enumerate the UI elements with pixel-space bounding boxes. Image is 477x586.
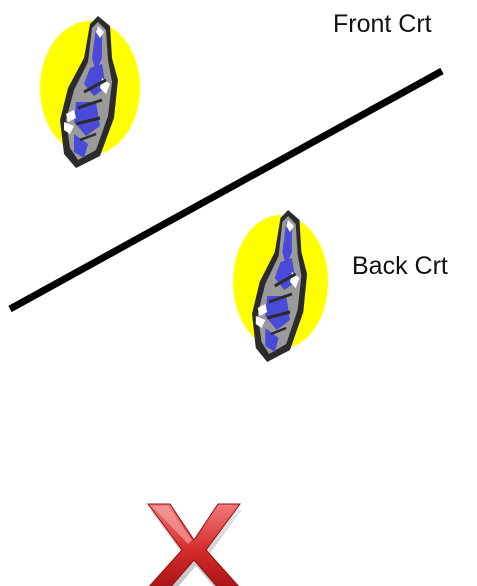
back-court-label: Back Crt — [352, 254, 448, 279]
back-sneaker-icon — [233, 210, 328, 362]
red-x-icon — [146, 504, 244, 586]
front-sneaker-icon — [40, 16, 140, 168]
front-court-label: Front Crt — [333, 12, 432, 37]
